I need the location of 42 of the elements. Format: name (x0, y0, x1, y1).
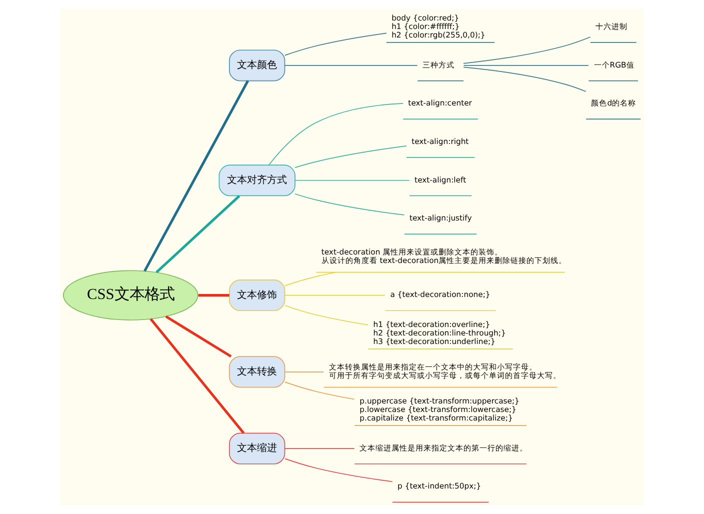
node-text: 一个RGB值 (594, 60, 634, 70)
connector (144, 80, 250, 272)
node-text: text-align:center (408, 98, 472, 108)
connector (156, 195, 240, 274)
connector (284, 382, 355, 400)
connector (284, 32, 387, 56)
node-ellipse: CSS文本格式 (62, 270, 198, 320)
node-text: 文本缩进属性是用来指定文本的第一行的缩进。 (360, 443, 528, 452)
connector (198, 294, 230, 297)
node-text: p {text-indent:50px;} (398, 482, 482, 491)
node-text: text-align:left (414, 175, 466, 184)
node-text: 三种方式 (422, 60, 455, 70)
node-text: a {text-decoration:none;} (390, 290, 490, 300)
connector (294, 146, 407, 168)
node-text: 十六进制 (595, 22, 628, 32)
connector (284, 294, 386, 296)
connector (150, 318, 245, 434)
connector (463, 65, 589, 66)
connector (284, 272, 336, 286)
connector (463, 66, 586, 92)
connector (294, 193, 405, 216)
connector (284, 305, 369, 326)
node-text: 颜色d的名称 (591, 98, 636, 108)
node-box: 文本修饰 (228, 280, 286, 312)
connector (165, 315, 232, 358)
node-text: body {color:red;} h1 {color:#ffffff;} h2 {color:rgb(255,0,0);} (392, 14, 486, 40)
node-box: 文本缩进 (228, 432, 286, 464)
connector (294, 180, 410, 181)
node-box: 文本对齐方式 (218, 164, 296, 196)
connector (284, 448, 355, 449)
node-box: 文本颜色 (228, 50, 286, 82)
connector (463, 36, 591, 64)
node-text: 文本转换属性是用来指定在一个文本中的大写和小写字母。 可用于所有字句变成大写或小写字母，或每个单词的首字母大写。 (329, 362, 562, 380)
node-text: text-decoration 属性用来设置或删除文本的装饰。 从设计的角度看 text-decoration属性主要是用来删除链接的下划线。 (321, 248, 567, 266)
connector (284, 65, 418, 66)
node-text: text-align:right (412, 136, 469, 146)
connector (284, 458, 393, 482)
connector (268, 103, 404, 166)
node-text: p.uppercase {text-transform:uppercase;} p.lowercase {text-transform:lowercase;} p.capitalize {text-transform:capitalize;} (360, 396, 520, 423)
node-text: text-align:justify (409, 214, 472, 223)
node-text: h1 {text-decoration:overline;} h2 {text-decoration:line-through;} h3 {text-decoration:underline;} (373, 320, 506, 346)
node-box: 文本转换 (228, 356, 286, 388)
